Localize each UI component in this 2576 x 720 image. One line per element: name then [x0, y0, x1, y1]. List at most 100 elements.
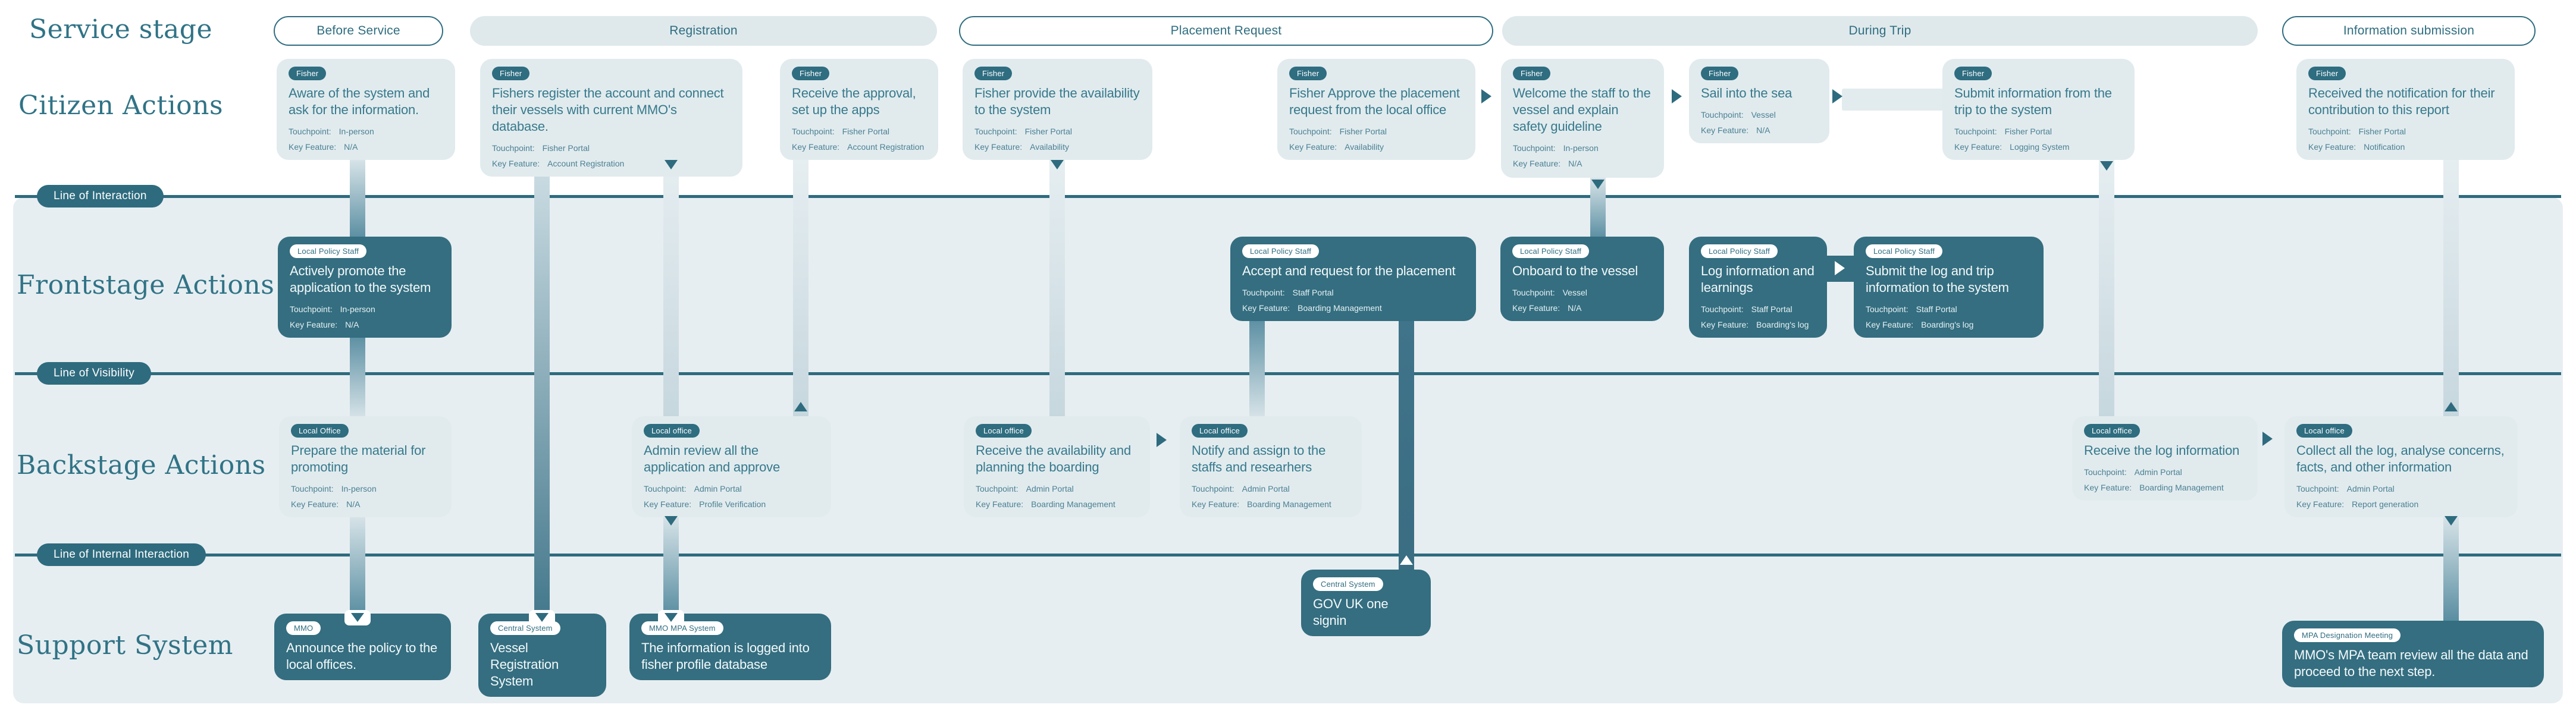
key-feature-value: Boarding's log — [1756, 320, 1809, 329]
key-feature-value: Boarding Management — [1031, 499, 1115, 509]
card-title: Receive the availability and planning th… — [976, 443, 1131, 474]
key-feature-row: Key Feature:Availability — [1289, 142, 1464, 153]
card-title: Aware of the system and ask for the info… — [289, 86, 430, 117]
key-feature-label: Key Feature: — [644, 499, 692, 509]
connector-bar — [663, 513, 679, 617]
touchpoint-label: Touchpoint: — [974, 127, 1017, 136]
key-feature-row: Key Feature:Profile Verification — [644, 499, 819, 510]
actor-badge: Local office — [2296, 424, 2352, 438]
connector-bar — [1399, 315, 1414, 572]
key-feature-label: Key Feature: — [1866, 320, 1914, 329]
card-title: Collect all the log, analyse concerns, f… — [2296, 443, 2505, 474]
key-feature-value: N/A — [1568, 303, 1582, 313]
connector-bar — [2099, 156, 2114, 419]
key-feature-row: Key Feature:N/A — [291, 499, 440, 510]
actor-badge: Fisher — [1701, 67, 1739, 80]
boundary-pill-line-of-internal-interaction: Line of Internal Interaction — [37, 543, 206, 566]
arrow-down-icon — [665, 613, 678, 622]
key-feature-value: Availability — [1345, 142, 1384, 152]
arrow-down-icon — [2445, 516, 2458, 526]
key-feature-row: Key Feature:Account Registration — [792, 142, 926, 153]
touchpoint-label: Touchpoint: — [1701, 304, 1744, 314]
flow-notch — [658, 610, 684, 625]
key-feature-value: Boarding Management — [2139, 483, 2224, 492]
touchpoint-value: Admin Portal — [2346, 484, 2395, 493]
actor-badge: Fisher — [289, 67, 327, 80]
key-feature-value: N/A — [345, 320, 359, 329]
touchpoint-value: Fisher Portal — [542, 143, 590, 153]
actor-badge: Fisher — [1954, 67, 1992, 80]
touchpoint-row: Touchpoint:Staff Portal — [1242, 287, 1464, 298]
connector-band — [1842, 89, 1944, 111]
touchpoint-value: Fisher Portal — [2358, 127, 2406, 136]
key-feature-row: Key Feature:Boarding Management — [1242, 303, 1464, 314]
key-feature-label: Key Feature: — [1512, 303, 1560, 313]
key-feature-row: Key Feature:Boarding Management — [2084, 482, 2246, 493]
key-feature-label: Key Feature: — [1242, 303, 1290, 313]
touchpoint-row: Touchpoint:In-person — [290, 304, 440, 315]
connector-bar — [350, 513, 365, 617]
touchpoint-row: Touchpoint:In-person — [289, 126, 443, 137]
arrow-up-icon — [2445, 402, 2458, 411]
arrow-up-icon — [1400, 555, 1413, 565]
actor-badge: Central System — [1313, 577, 1383, 591]
touchpoint-row: Touchpoint:Admin Portal — [644, 483, 819, 495]
touchpoint-row: Touchpoint:In-person — [1513, 143, 1652, 154]
key-feature-label: Key Feature: — [290, 320, 338, 329]
connector-bar — [350, 156, 365, 240]
stage-pill-placement-request[interactable]: Placement Request — [959, 16, 1493, 46]
arrow-down-icon — [665, 516, 678, 526]
stage-pill-information-submission[interactable]: Information submission — [2282, 16, 2536, 46]
arrow-down-icon — [535, 613, 549, 622]
touchpoint-row: Touchpoint:Fisher Portal — [1954, 126, 2123, 137]
card-title: Actively promote the application to the … — [290, 263, 431, 295]
stage-pill-before-service[interactable]: Before Service — [274, 16, 443, 46]
actor-badge: MMO — [286, 621, 321, 635]
connector-bar — [663, 156, 679, 419]
stage-pill-registration[interactable]: Registration — [470, 16, 937, 46]
touchpoint-row: Touchpoint:Vessel — [1701, 109, 1817, 121]
card-title: Log information and learnings — [1701, 263, 1815, 295]
actor-badge: Local Policy Staff — [290, 244, 367, 258]
actor-badge: Fisher — [2308, 67, 2346, 80]
flow-notch — [344, 610, 371, 625]
key-feature-row: Key Feature:Account Registration — [492, 158, 731, 169]
key-feature-value: Report generation — [2352, 499, 2419, 509]
key-feature-label: Key Feature: — [1701, 125, 1749, 135]
stage-pill-during-trip[interactable]: During Trip — [1502, 16, 2258, 46]
arrow-right-icon — [1832, 89, 1842, 103]
card-title: Welcome the staff to the vessel and expl… — [1513, 86, 1651, 134]
key-feature-label: Key Feature: — [2296, 499, 2345, 509]
key-feature-row: Key Feature:Logging System — [1954, 142, 2123, 153]
touchpoint-value: Vessel — [1751, 110, 1776, 120]
touchpoint-row: Touchpoint:Admin Portal — [1192, 483, 1350, 495]
boundary-line-line-of-internal-interaction — [15, 554, 2561, 556]
touchpoint-row: Touchpoint:Staff Portal — [1701, 304, 1815, 315]
card-title: Onboard to the vessel — [1512, 263, 1638, 278]
key-feature-label: Key Feature: — [1192, 499, 1240, 509]
